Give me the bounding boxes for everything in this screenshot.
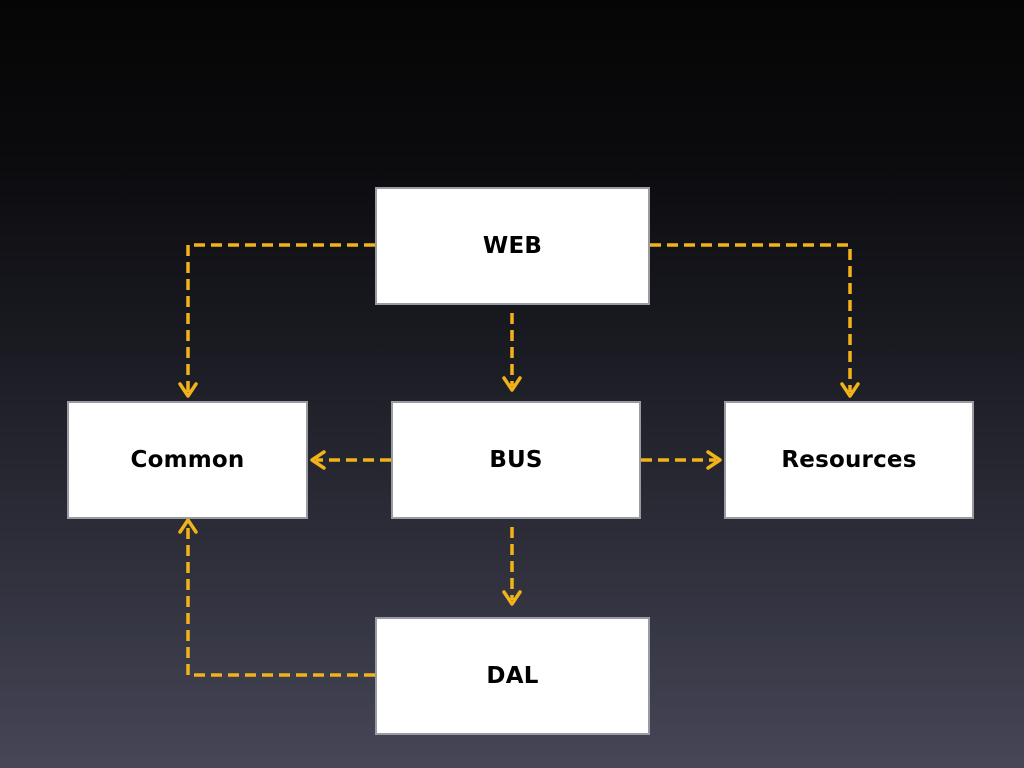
node-web: WEB: [375, 187, 650, 305]
node-web-label: WEB: [482, 233, 543, 259]
node-common: Common: [67, 401, 308, 519]
edge-bus-to-dal: [502, 527, 522, 606]
edge-dal-to-common: [178, 518, 375, 677]
edge-web-to-bus: [502, 313, 522, 392]
node-bus-label: BUS: [489, 447, 543, 473]
node-common-label: Common: [130, 447, 245, 473]
edge-bus-to-common: [310, 450, 391, 470]
node-resources-label: Resources: [781, 447, 917, 473]
node-dal: DAL: [375, 617, 650, 735]
node-resources: Resources: [724, 401, 974, 519]
edge-web-to-common: [178, 243, 375, 398]
edge-bus-to-resources: [641, 450, 722, 470]
node-dal-label: DAL: [486, 663, 539, 689]
node-bus: BUS: [391, 401, 641, 519]
edge-web-to-resources: [650, 243, 860, 398]
